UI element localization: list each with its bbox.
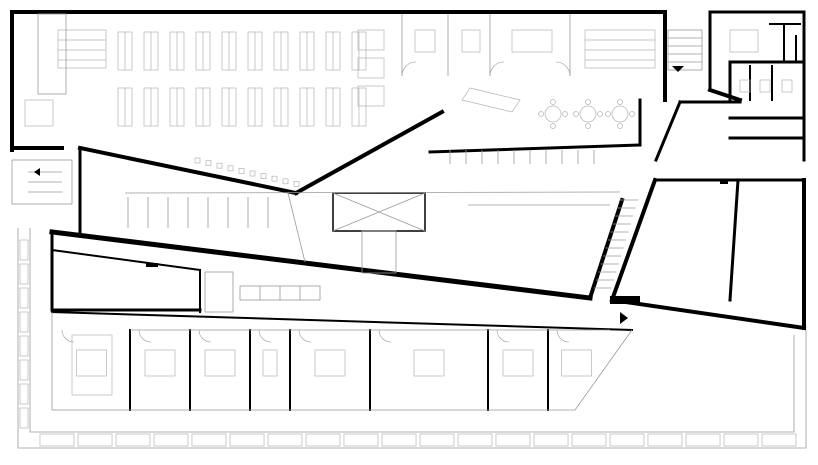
parking-bay — [419, 433, 455, 447]
atrium-stair — [127, 197, 269, 228]
meeting-table — [204, 349, 236, 377]
chair — [605, 111, 611, 117]
door-swing — [298, 329, 312, 343]
parking-bay — [761, 433, 797, 447]
chair — [282, 178, 289, 185]
chair — [617, 99, 623, 105]
parking-bay — [19, 263, 29, 285]
chair — [205, 160, 212, 166]
parking-bay — [229, 433, 265, 447]
chair — [271, 175, 278, 182]
door-swing — [378, 329, 392, 343]
door-swing — [198, 329, 212, 343]
door-swing — [556, 329, 570, 343]
office-desk — [24, 99, 54, 127]
meeting-table — [314, 349, 346, 377]
structural-columns — [146, 180, 728, 324]
reading-room-furniture — [117, 29, 385, 187]
chair — [617, 123, 623, 129]
chair — [550, 99, 556, 105]
parking-bay — [647, 433, 683, 447]
chair — [194, 157, 201, 164]
atrium — [124, 150, 638, 289]
stair-core-right — [667, 29, 793, 93]
parking-bay — [685, 433, 721, 447]
parking-bay — [19, 287, 29, 309]
chair — [216, 162, 223, 169]
round-table — [579, 105, 597, 123]
meeting-table — [413, 349, 445, 377]
meeting-table — [561, 349, 592, 377]
parking-bay — [343, 433, 379, 447]
right-stair — [468, 199, 638, 289]
book-stacks — [37, 13, 656, 95]
parking-bay — [571, 433, 607, 447]
parking-bay — [19, 383, 29, 405]
top-meeting-rooms — [401, 14, 571, 77]
parking-bay — [153, 433, 189, 447]
parking-bay — [723, 433, 759, 447]
chair — [629, 111, 635, 117]
stair-left — [11, 159, 73, 205]
door-swing — [138, 329, 152, 343]
parking-bay — [39, 433, 75, 447]
parking-bay — [267, 433, 303, 447]
meeting-table — [502, 349, 534, 377]
chair — [585, 99, 591, 105]
parking-bay — [19, 359, 29, 381]
parking-bays — [39, 433, 797, 447]
parking-bay — [19, 239, 29, 261]
conference-table — [71, 334, 113, 396]
door-swing — [496, 329, 510, 343]
parking-bay — [305, 433, 341, 447]
chair — [538, 111, 544, 117]
chair — [249, 170, 256, 177]
terrace-strip — [17, 228, 807, 449]
meeting-table — [76, 349, 107, 377]
parking-bay — [457, 433, 493, 447]
lounge-sofa — [461, 87, 521, 113]
chair — [293, 181, 300, 187]
parking-bay — [19, 407, 29, 429]
round-table — [611, 105, 629, 123]
parking-bay — [381, 433, 417, 447]
meeting-table — [262, 349, 278, 377]
diagonal-stair — [449, 150, 595, 164]
chair — [562, 111, 568, 117]
exterior-walls — [10, 10, 806, 152]
chair — [227, 165, 234, 172]
meeting-table — [144, 349, 176, 377]
study-table — [357, 57, 385, 79]
chair — [585, 123, 591, 129]
parking-bay — [533, 433, 569, 447]
round-tables — [24, 87, 635, 129]
parking-bays-left — [19, 239, 29, 429]
parking-bay — [77, 433, 113, 447]
study-table — [357, 85, 385, 107]
chair — [573, 111, 579, 117]
door-swing — [61, 329, 75, 343]
study-table — [357, 29, 385, 51]
parking-bay — [115, 433, 151, 447]
office-wing-walls — [50, 230, 634, 411]
interior-heavy-walls — [49, 23, 807, 331]
chair — [550, 123, 556, 129]
parking-bay — [609, 433, 645, 447]
door-swing — [258, 329, 272, 343]
parking-bay — [191, 433, 227, 447]
parking-bay — [19, 335, 29, 357]
office-rooms — [61, 329, 592, 396]
round-table — [544, 105, 562, 123]
chair — [238, 168, 245, 174]
parking-bay — [19, 311, 29, 333]
parking-bay — [495, 433, 531, 447]
chair — [260, 173, 267, 179]
chair — [597, 111, 603, 117]
